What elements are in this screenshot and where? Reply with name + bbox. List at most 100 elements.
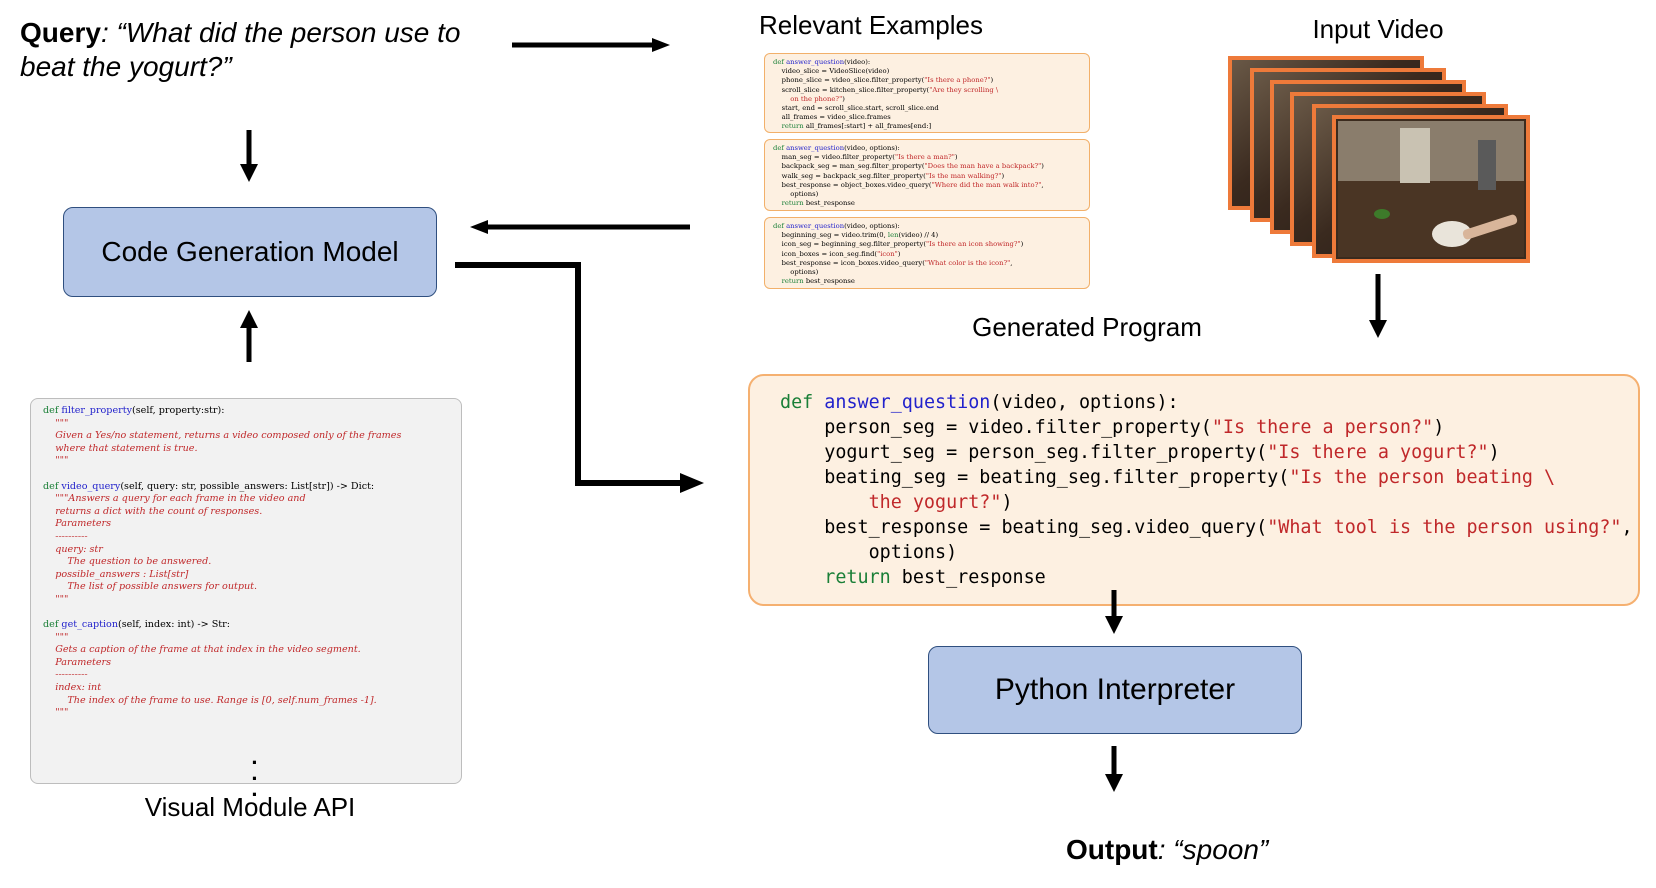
code-line: Parameters: [43, 518, 449, 531]
code-token: index: int: [43, 682, 102, 694]
code-token: filter_property: [61, 405, 132, 416]
code-token: Given a Yes/no statement, returns a vide…: [43, 430, 402, 442]
video-frame-front: [1332, 115, 1530, 263]
code-token: ): [842, 94, 845, 103]
code-token: ): [1001, 171, 1005, 180]
code-line: return best_response: [780, 565, 1608, 590]
code-line: all_frames = video_slice.frames: [773, 113, 1081, 122]
code-token: backpack_seg = man_seg.filter_property(: [773, 162, 925, 171]
code-line: options): [773, 190, 1081, 199]
code-token: video_query: [61, 480, 121, 492]
code-token: all_frames[:start] + all_frames[end:]: [805, 122, 932, 131]
code-line: """: [43, 418, 449, 431]
code-token: """: [43, 593, 69, 605]
code-line: index: int: [43, 682, 449, 695]
code-token: "Is there an icon showing?": [926, 240, 1021, 249]
code-token: where that statement is true.: [43, 442, 198, 454]
code-token: The index of the frame to use. Range is …: [43, 694, 377, 706]
code-line: beginning_seg = video.trim(0, len(video)…: [773, 231, 1081, 240]
code-line: def answer_question(video, options):: [773, 144, 1081, 153]
code-token: Gets a caption of the frame at that inde…: [43, 644, 361, 656]
code-token: return: [773, 277, 806, 286]
code-line: def answer_question(video):: [773, 58, 1081, 67]
code-line: best_response = beating_seg.video_query(…: [780, 515, 1632, 540]
code-token: (video):: [844, 58, 871, 66]
code-token: best_response: [805, 277, 855, 286]
code-token: def: [773, 144, 787, 152]
code-token: (video, options):: [844, 222, 900, 230]
code-token: best_response = object_boxes.video_query…: [773, 180, 932, 189]
code-token: "Is there a yogurt?": [1267, 442, 1489, 463]
code-token: icon_boxes = icon_seg.find(: [773, 249, 878, 258]
code-token: best_response: [901, 567, 1046, 588]
code-line: walk_seg = backpack_seg.filter_property(…: [773, 172, 1081, 181]
code-token: "icon": [877, 249, 898, 258]
example-code-box-2: def answer_question(video, options): man…: [764, 139, 1090, 211]
code-line: """Answers a query for each frame in the…: [43, 493, 449, 506]
code-token: "Where did the man walk into?": [931, 180, 1042, 189]
arrow-video-to-program: [1369, 274, 1387, 338]
code-line: def get_caption(self, index: int) -> Str…: [43, 619, 449, 632]
code-line: return best_response: [773, 199, 1081, 208]
code-token: best_response: [805, 199, 855, 208]
code-line: returns a dict with the count of respons…: [43, 506, 449, 519]
code-token: options): [773, 190, 819, 199]
code-token: return: [780, 567, 902, 588]
example-code-1: def answer_question(video): video_slice …: [773, 58, 1081, 132]
code-token: def: [773, 58, 787, 66]
code-token: def: [43, 405, 62, 416]
code-token: (video) // 4): [898, 231, 939, 240]
code-token: "Is the person beating \: [1289, 467, 1556, 488]
query-label: Query: [20, 17, 101, 48]
code-token: ): [990, 76, 994, 85]
code-line: best_response = object_boxes.video_query…: [773, 181, 1081, 190]
input-video-title: Input Video: [1312, 14, 1444, 44]
code-token: (video, options):: [844, 144, 900, 152]
code-token: possible_answers : List[str]: [43, 568, 189, 580]
arrow-api-to-model: [240, 310, 258, 362]
code-token: query: str: [43, 543, 103, 555]
code-line: Gets a caption of the frame at that inde…: [43, 644, 449, 657]
query-question: : “What did the person use to beat the y…: [20, 17, 461, 82]
code-token: ): [1433, 417, 1445, 438]
code-token: (self, index: int) -> Str:: [118, 619, 230, 631]
input-video-frames: [1228, 56, 1530, 263]
example-code-2: def answer_question(video, options): man…: [773, 144, 1081, 208]
code-token: all_frames = video_slice.frames: [773, 113, 891, 122]
code-token: (self, property:str):: [132, 405, 225, 416]
code-token: the yogurt?": [780, 492, 1002, 513]
code-token: video_slice = VideoSlice(video): [773, 67, 890, 76]
code-line: """: [43, 455, 449, 468]
code-token: ----------: [43, 669, 88, 681]
code-token: walk_seg = backpack_seg.filter_property(: [773, 171, 926, 180]
code-line: person_seg = video.filter_property("Is t…: [780, 415, 1608, 440]
code-token: phone_slice = video_slice.filter_propert…: [773, 76, 925, 85]
code-token: ): [1488, 442, 1500, 463]
code-token: ----------: [43, 530, 88, 542]
code-line: The list of possible answers for output.: [43, 581, 449, 594]
code-line: video_slice = VideoSlice(video): [773, 67, 1081, 76]
code-token: icon_seg = beginning_seg.filter_property…: [773, 240, 926, 249]
code-line: """: [43, 632, 449, 645]
code-generation-model-label: Code Generation Model: [101, 236, 399, 267]
code-token: len: [887, 231, 899, 240]
code-token: person_seg = video.filter_property(: [780, 417, 1212, 438]
code-token: answer_question: [824, 392, 991, 413]
code-token: (video, options):: [990, 392, 1179, 413]
code-line: query: str: [43, 544, 449, 557]
code-token: beginning_seg = video.trim(0,: [773, 231, 888, 240]
code-line: return best_response: [773, 277, 1081, 286]
code-line: icon_seg = beginning_seg.filter_property…: [773, 240, 1081, 249]
code-line: backpack_seg = man_seg.filter_property("…: [773, 162, 1081, 171]
code-line: on the phone?"): [773, 95, 1081, 104]
output-text: Output: “spoon”: [1066, 834, 1268, 866]
code-line: icon_boxes = icon_seg.find("icon"): [773, 250, 1081, 259]
code-token: ): [1020, 240, 1024, 249]
visual-module-api-title: Visual Module API: [144, 792, 356, 822]
output-label: Output: [1066, 834, 1158, 865]
code-token: ): [897, 249, 901, 258]
code-generation-model-box: Code Generation Model: [63, 207, 437, 297]
arrow-query-to-model: [240, 130, 258, 182]
code-token: Parameters: [43, 656, 112, 668]
